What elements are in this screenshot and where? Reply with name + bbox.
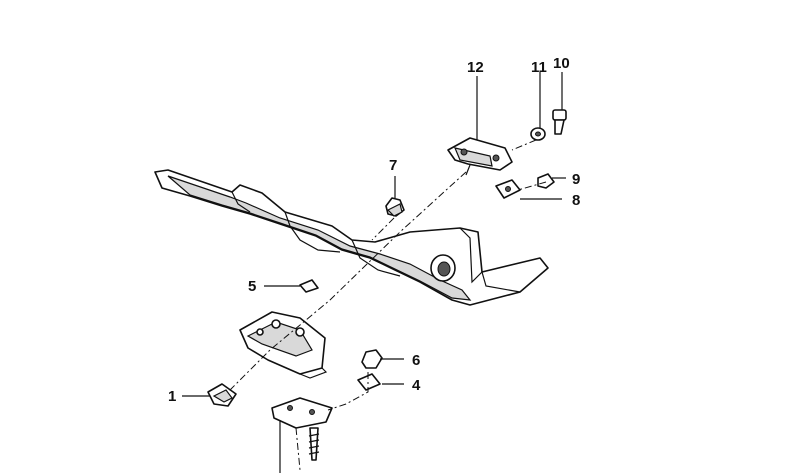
rubber-buffer-part (207, 383, 237, 407)
clip-part (495, 179, 521, 199)
callout-12: 12 (467, 59, 484, 76)
spring-clip-part (299, 279, 319, 293)
nut-part (537, 173, 555, 189)
base-plate-part (271, 397, 333, 461)
callout-4: 4 (412, 377, 421, 394)
bolt-part (552, 109, 567, 135)
hinge-bracket-part (447, 137, 513, 176)
leader-lines (182, 72, 566, 473)
retaining-clip-part (357, 373, 381, 391)
main-bracket (154, 169, 549, 306)
cap-nut-part (361, 349, 383, 369)
callout-9: 9 (572, 171, 580, 188)
callout-1: 1 (168, 388, 176, 405)
rubber-plug-part (385, 197, 405, 217)
callout-6: 6 (412, 352, 420, 369)
mount-bracket (239, 311, 328, 379)
callout-8: 8 (572, 192, 580, 209)
callout-labels: 1 4 5 6 7 8 9 10 11 12 (168, 55, 580, 405)
callout-5: 5 (248, 278, 256, 295)
washer-part (530, 127, 546, 141)
callout-11: 11 (531, 59, 547, 76)
assembly-lines (227, 139, 547, 471)
callout-7: 7 (389, 157, 397, 174)
callout-10: 10 (553, 55, 570, 72)
